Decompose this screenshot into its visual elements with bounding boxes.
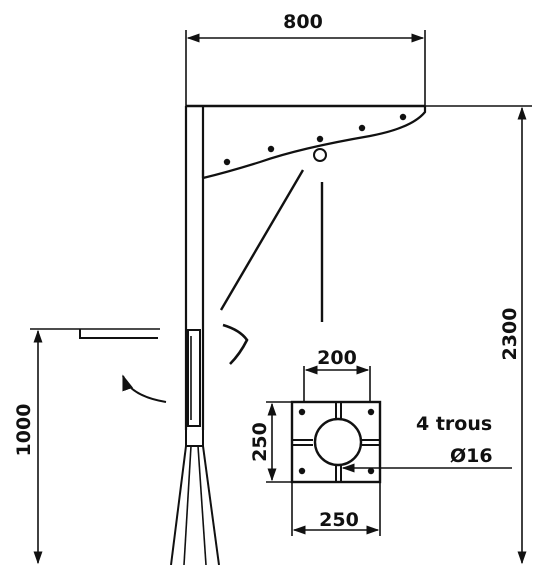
bracket-bolt-3 [316, 135, 324, 143]
base-plate [290, 400, 382, 484]
top-arm-bracket [186, 104, 427, 180]
post [184, 106, 205, 447]
holes-note: 4 trous Ø16 [341, 413, 512, 473]
base-foot [170, 445, 220, 565]
bolt-hole-2 [367, 408, 375, 416]
hole-diameter-label: Ø16 [450, 445, 493, 467]
dimension-label-2300: 2300 [499, 308, 521, 361]
dimension-plate-height: 250 [249, 401, 292, 483]
bracket-bolt-4 [358, 124, 366, 132]
suspension-lines [219, 169, 324, 322]
center-tube [313, 417, 363, 467]
dimension-label-250-horizontal: 250 [319, 509, 359, 531]
bracket-bolt-1 [223, 158, 231, 166]
bolt-hole-1 [298, 408, 306, 416]
bolt-hole-3 [298, 467, 306, 475]
dimension-label-800: 800 [283, 11, 323, 33]
dimension-label-1000: 1000 [13, 404, 35, 457]
dimension-plate-width: 250 [291, 482, 381, 536]
hanging-ring [313, 148, 327, 162]
hook [222, 323, 249, 365]
dimension-label-200: 200 [317, 347, 357, 369]
bracket-bolt-5 [399, 113, 407, 121]
holes-label: 4 trous [416, 413, 492, 435]
dimension-label-250-vertical: 250 [249, 422, 271, 462]
bolt-hole-4 [367, 467, 375, 475]
dimension-width-top: 800 [185, 11, 426, 106]
dimension-height-bracket: 1000 [13, 329, 43, 565]
swing-bracket [30, 328, 167, 403]
dimension-bolt-spacing: 200 [303, 347, 371, 402]
bracket-bolt-2 [267, 145, 275, 153]
dimension-height-total: 2300 [425, 105, 532, 565]
